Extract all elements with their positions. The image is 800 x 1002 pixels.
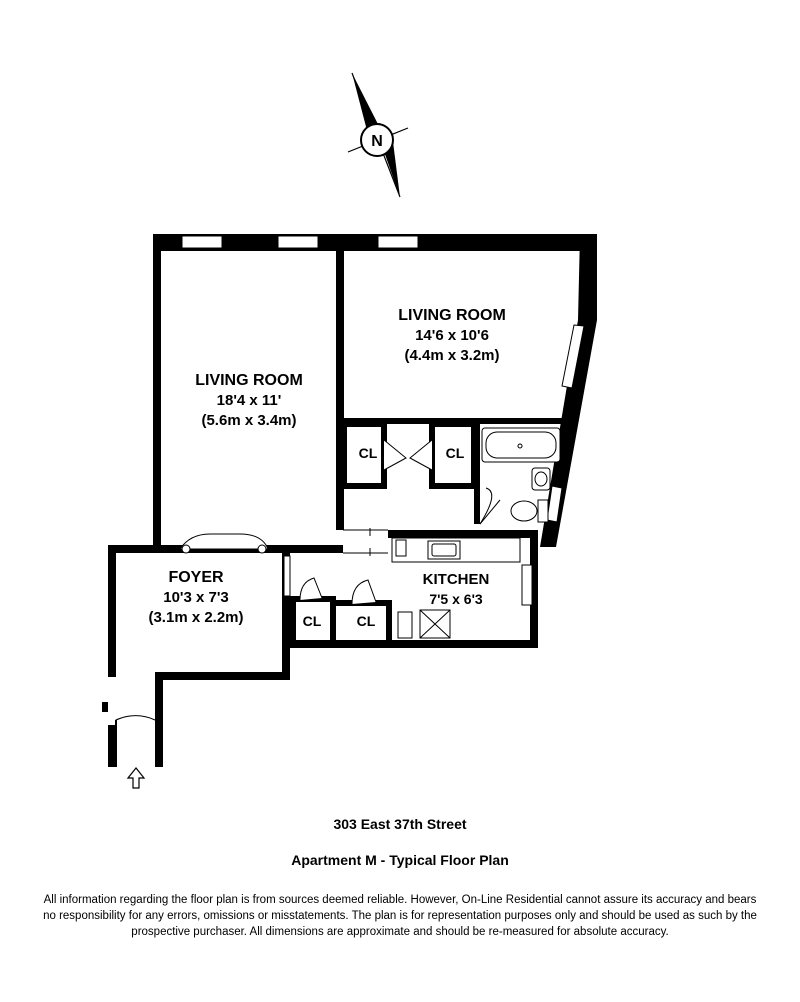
living-right-name: LIVING ROOM: [398, 307, 506, 324]
closet-label: CL: [357, 613, 376, 629]
living-left-name: LIVING ROOM: [195, 372, 303, 389]
disclaimer: All information regarding the floor plan…: [43, 894, 757, 938]
entry-arrow-icon: [126, 767, 146, 789]
kitchen-name: KITCHEN: [423, 571, 490, 588]
foyer-dims: 10'3 x 7'3: [163, 589, 229, 606]
closet-label: CL: [446, 445, 465, 461]
room-labels: LIVING ROOM 18'4 x 11' (5.6m x 3.4m) LIV…: [148, 307, 505, 629]
kitchen-dims: 7'5 x 6'3: [429, 591, 483, 607]
upper-closets: [341, 421, 501, 525]
north-arrow-icon: N: [347, 72, 409, 198]
closet-label: CL: [359, 445, 378, 461]
living-left-dims: 18'4 x 11': [217, 392, 282, 409]
plan-title: Apartment M - Typical Floor Plan: [291, 852, 509, 868]
radiator: [179, 533, 269, 554]
floor-plan: N: [102, 72, 597, 789]
living-right-metric: (4.4m x 3.2m): [404, 347, 499, 364]
north-letter: N: [371, 133, 383, 150]
kitchen-fixtures: [391, 537, 521, 639]
foyer-metric: (3.1m x 2.2m): [148, 609, 243, 626]
bathroom-fixtures: [481, 427, 561, 523]
entry-door: [115, 715, 156, 767]
exterior-walls: [102, 234, 597, 767]
foyer-name: FOYER: [168, 569, 224, 586]
windows: [181, 235, 585, 606]
living-left-metric: (5.6m x 3.4m): [201, 412, 296, 429]
lower-closets: [290, 577, 392, 644]
address: 303 East 37th Street: [333, 816, 467, 832]
living-right-dims: 14'6 x 10'6: [415, 327, 489, 344]
closet-label: CL: [303, 613, 322, 629]
open-passages: [343, 528, 388, 556]
